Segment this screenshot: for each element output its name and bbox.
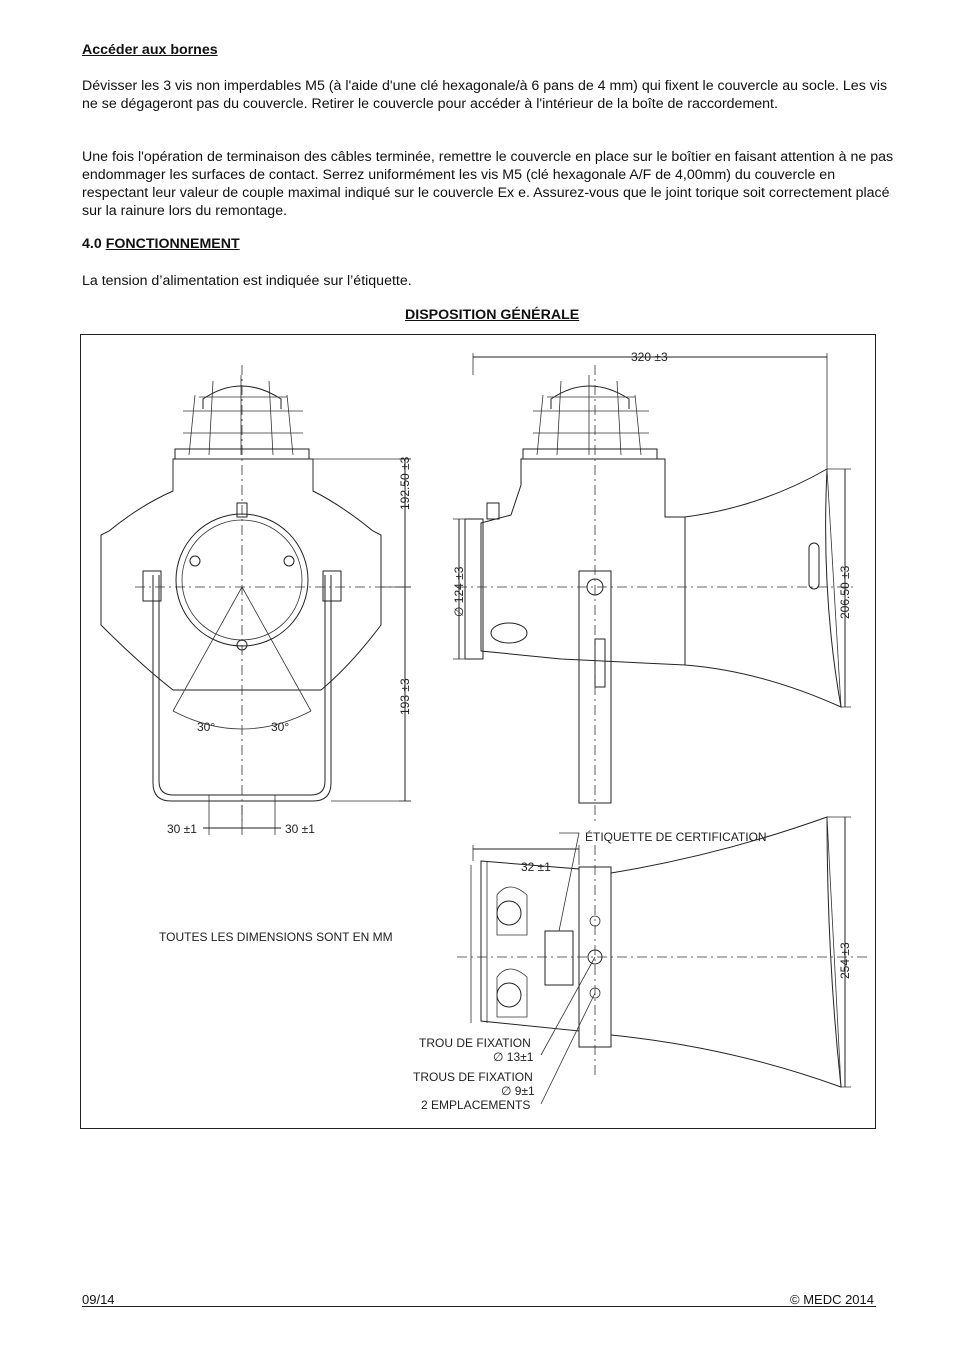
cert-label: ÉTIQUETTE DE CERTIFICATION bbox=[585, 829, 767, 844]
footer-date: 09/14 bbox=[82, 1292, 115, 1307]
fix-holes-qty: 2 EMPLACEMENTS bbox=[421, 1098, 530, 1112]
section-heading-operation: 4.0 FONCTIONNEMENT bbox=[82, 236, 240, 252]
footer-copyright: © MEDC 2014 bbox=[790, 1292, 874, 1307]
fix-hole-dia: ∅ 13±1 bbox=[493, 1050, 534, 1064]
dim-30-right-label: 30 ±1 bbox=[285, 822, 315, 836]
top-view bbox=[457, 816, 871, 1105]
dim-254-label: 254 ±3 bbox=[838, 942, 852, 979]
section-title: FONCTIONNEMENT bbox=[105, 236, 240, 252]
front-view bbox=[100, 365, 411, 835]
dim-30-left-label: 30 ±1 bbox=[167, 822, 197, 836]
all-dims-note: TOUTES LES DIMENSIONS SONT EN MM bbox=[159, 930, 393, 944]
drawing-title: DISPOSITION GÉNÉRALE bbox=[405, 307, 580, 323]
paragraph-access-terminals: Dévisser les 3 vis non imperdables M5 (à… bbox=[82, 78, 888, 112]
angle-right-label: 30° bbox=[271, 720, 289, 734]
dim-32-label: 32 ±1 bbox=[521, 860, 551, 874]
fix-hole-label: TROU DE FIXATION bbox=[419, 1036, 531, 1050]
fix-holes-label: TROUS DE FIXATION bbox=[413, 1070, 533, 1084]
fix-holes-dia: ∅ 9±1 bbox=[501, 1084, 535, 1098]
angle-left-label: 30° bbox=[197, 720, 215, 734]
paragraph-reassembly: Une fois l'opération de terminaison des … bbox=[82, 149, 894, 219]
paragraph-voltage: La tension d’alimentation est indiquée s… bbox=[82, 273, 412, 289]
dim-192-label: 192.50 ±3 bbox=[398, 456, 412, 510]
dim-193-label: 193 ±3 bbox=[398, 678, 412, 715]
dim-206-label: 206.50 ±3 bbox=[838, 565, 852, 619]
section-number: 4.0 bbox=[82, 236, 102, 252]
section-heading-access-terminals: Accéder aux bornes bbox=[82, 42, 218, 58]
footer-rule bbox=[82, 1306, 876, 1307]
dim-124-label: ∅ 124 ±3 bbox=[452, 566, 466, 617]
dim-320-label: 320 ±3 bbox=[631, 350, 668, 364]
general-arrangement-drawing: 192.50 ±3 193 ±3 30° 30° 30 ±1 30 ±1 bbox=[80, 334, 876, 1129]
side-view bbox=[453, 353, 857, 825]
